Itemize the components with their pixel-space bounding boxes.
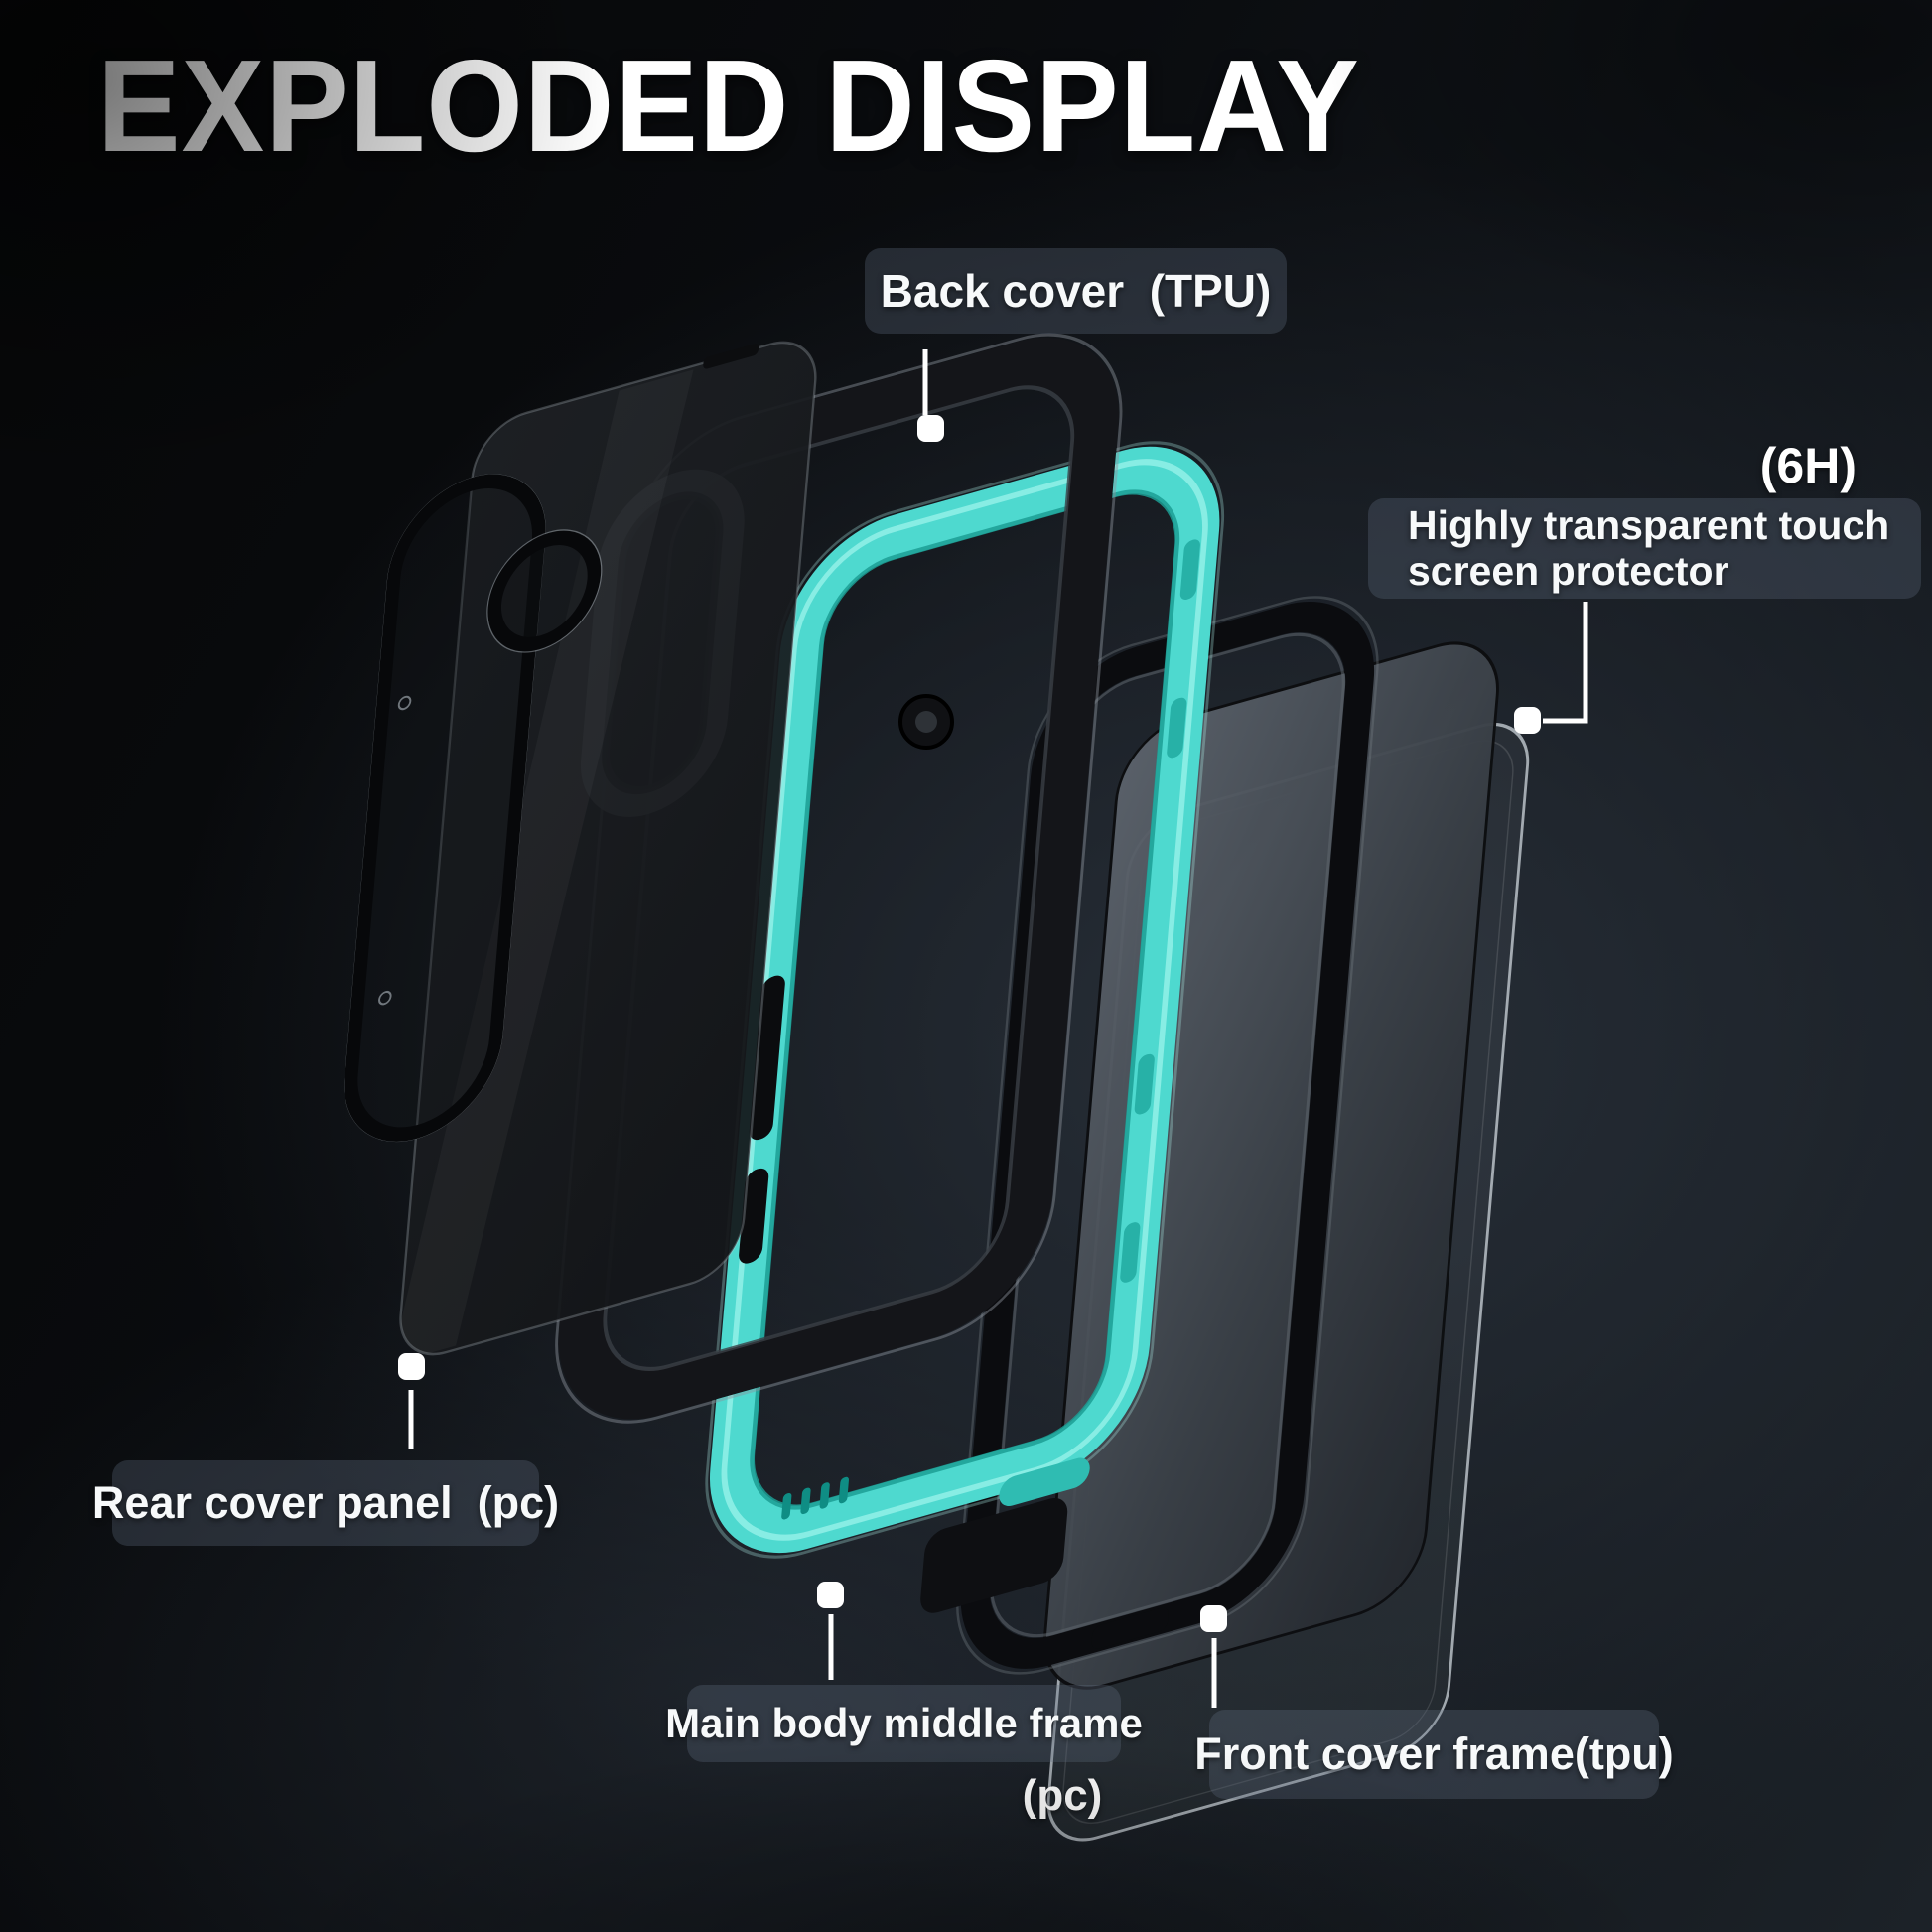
marker-front-frame [1200,1605,1227,1632]
leader-line-screen-protector [1543,602,1588,724]
label-back-cover-text: Back cover (TPU) [880,265,1272,317]
label-rear-panel: Rear cover panel (pc) [92,1460,559,1546]
label-screen-protector-line2: screen protector [1408,547,1729,594]
label-middle-frame-text: Main body middle frame [665,1700,1143,1746]
label-middle-frame: Main body middle frame [665,1685,1143,1762]
label-screen-protector-line1: Highly transparent touch [1408,502,1890,549]
label-hardness: (6H) [1759,438,1857,493]
label-middle-frame-suffix: (pc) [1022,1771,1103,1820]
marker-middle-frame [817,1582,844,1608]
marker-back-cover [917,415,944,442]
label-front-frame-text: Front cover frame(tpu) [1194,1728,1674,1779]
label-back-cover: Back cover (TPU) [865,248,1287,334]
lens-ring [898,694,954,750]
label-rear-panel-text: Rear cover panel (pc) [91,1477,560,1528]
marker-rear-panel [398,1353,425,1380]
label-screen-protector: Highly transparent touch screen protecto… [1368,498,1921,599]
marker-screen-protector [1514,707,1541,734]
page-title: EXPLODED DISPLAY [97,33,1360,179]
label-front-frame: Front cover frame(tpu) [1194,1710,1674,1799]
